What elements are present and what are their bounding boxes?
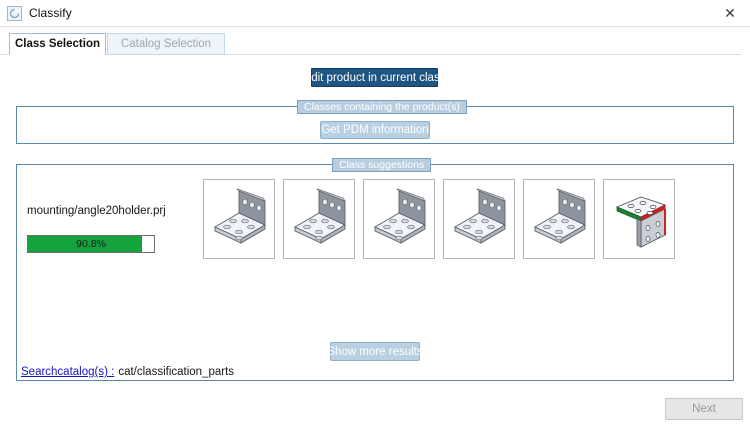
show-more-results-button[interactable]: Show more results <box>327 342 423 361</box>
search-catalogs-link[interactable]: Searchcatalog(s) : <box>21 366 115 378</box>
angle-bracket-thumbnail-4[interactable] <box>443 179 515 259</box>
class-suggestions-group-legend: Class suggestions <box>332 158 432 172</box>
tab-catalog-selection[interactable]: Catalog Selection <box>107 33 225 55</box>
tab-strip: Class Selection Catalog Selection <box>9 33 741 55</box>
tab-class-selection-label: Class Selection <box>14 38 100 50</box>
class-selection-panel: Edit product in current class Classes co… <box>0 55 750 425</box>
get-pdm-information-button[interactable]: Get PDM information <box>320 121 430 139</box>
classes-group-legend: Classes containing the product(s) <box>297 100 467 114</box>
tab-class-selection[interactable]: Class Selection <box>9 33 106 55</box>
window-titlebar: Classify ✕ <box>0 0 750 27</box>
close-icon[interactable]: ✕ <box>724 5 736 21</box>
angle-bracket-thumbnail-5[interactable] <box>523 179 595 259</box>
match-confidence-label: 90.8% <box>76 238 106 250</box>
match-confidence-fill <box>28 236 143 252</box>
next-button-label: Next <box>692 403 716 415</box>
search-catalog-row: Searchcatalog(s) : cat/classification_pa… <box>21 366 234 378</box>
next-button[interactable]: Next <box>665 398 743 420</box>
get-pdm-button-label: Get PDM information <box>321 124 429 136</box>
tab-underline <box>0 54 741 55</box>
tab-catalog-selection-label: Catalog Selection <box>120 38 212 50</box>
window-title: Classify <box>29 6 72 20</box>
catalog-path-value: cat/classification_parts <box>118 366 235 378</box>
edit-product-button-label: Edit product in current class <box>303 71 446 84</box>
angle-bracket-thumbnail-2[interactable] <box>283 179 355 259</box>
product-file-name: mounting/angle20holder.prj <box>27 205 166 217</box>
classify-ring-icon <box>7 5 22 21</box>
edit-product-in-current-class-button[interactable]: Edit product in current class <box>304 68 445 87</box>
class-suggestion-thumbnails <box>203 179 675 259</box>
angle-bracket-thumbnail-3[interactable] <box>363 179 435 259</box>
show-more-results-label: Show more results <box>327 345 423 358</box>
match-confidence-bar: 90.8% <box>27 235 155 253</box>
angle-bracket-thumbnail-1[interactable] <box>203 179 275 259</box>
angle-bracket-thumbnail-6[interactable] <box>603 179 675 259</box>
